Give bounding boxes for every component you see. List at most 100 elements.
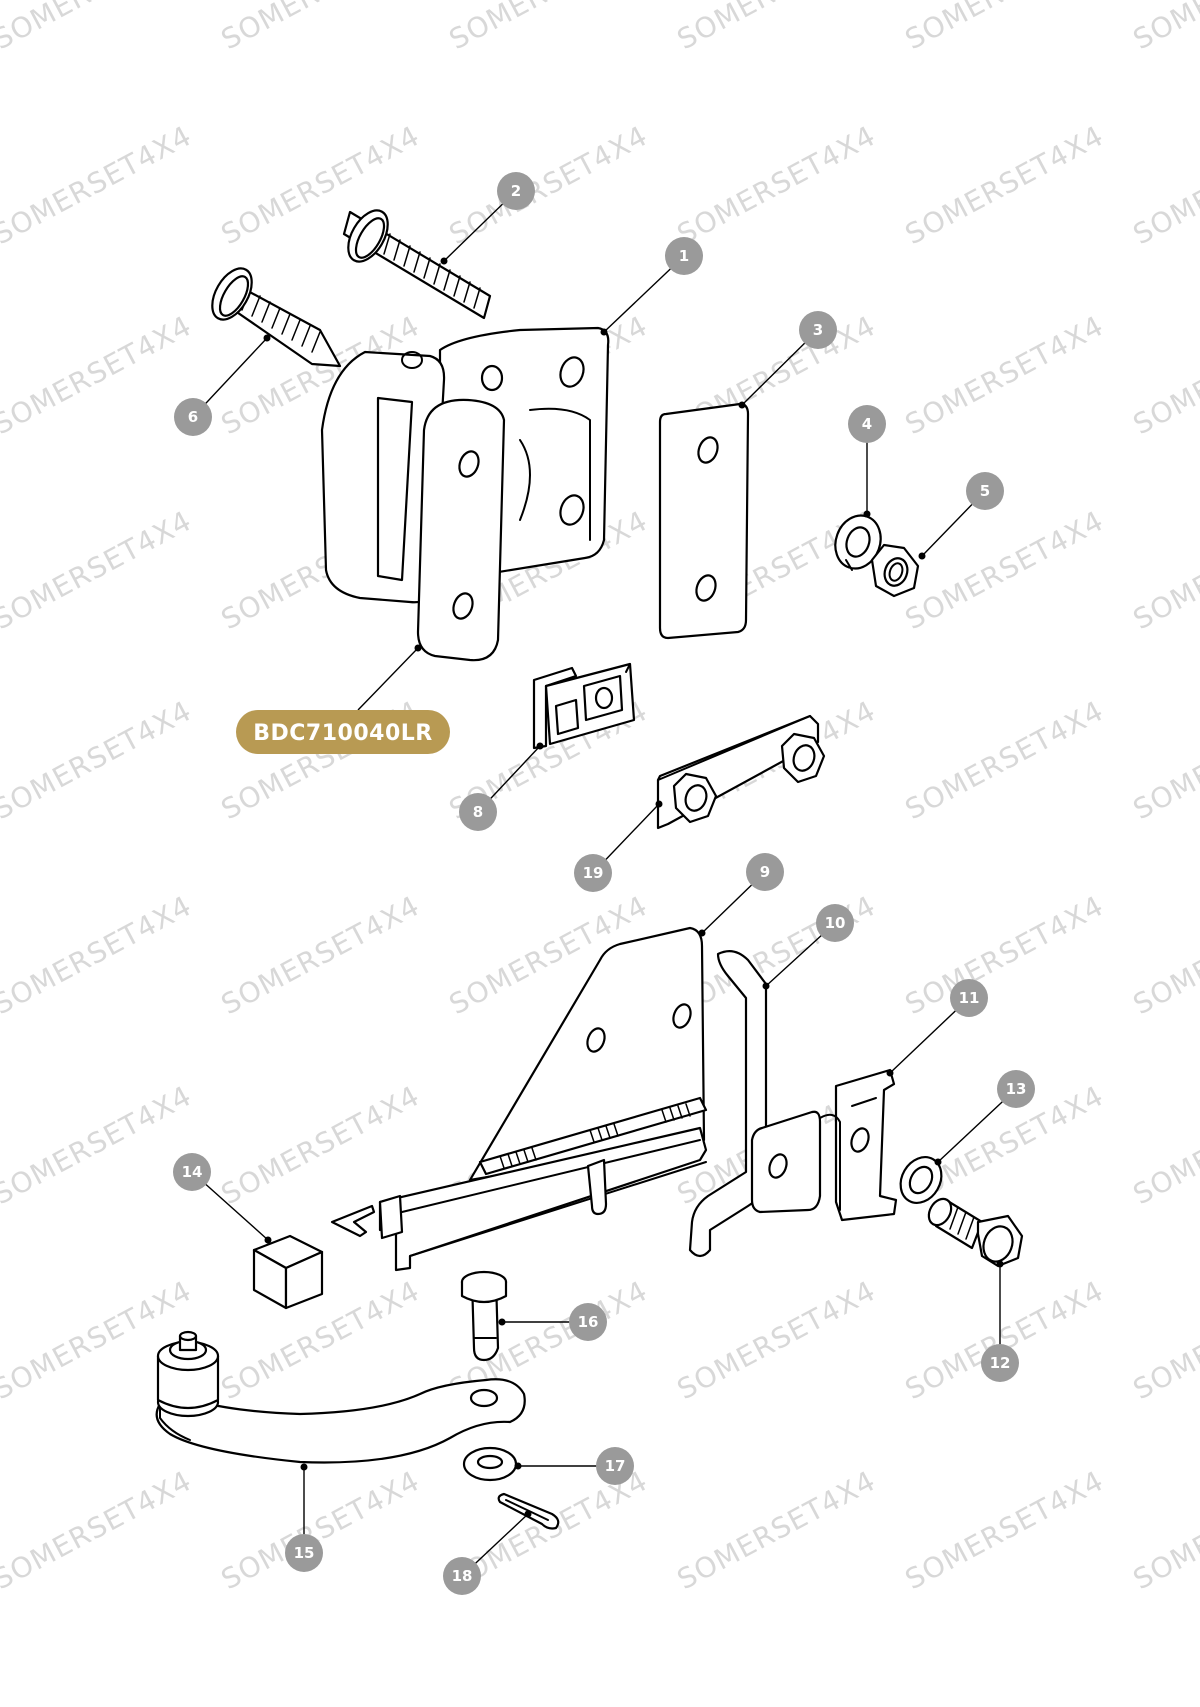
watermark-text: SOMERSET4X4 <box>900 309 1109 441</box>
watermark-text: SOMERSET4X4 <box>1128 0 1200 56</box>
callout-18[interactable]: 18 <box>443 1557 481 1595</box>
callout-circle <box>569 1303 607 1341</box>
cube-pad-part-14 <box>252 1234 324 1310</box>
watermark-text: SOMERSET4X4 <box>900 889 1109 1021</box>
callout-1[interactable]: 1 <box>665 237 703 275</box>
callout-label: 6 <box>188 408 198 426</box>
clip-bracket-part-8 <box>532 662 636 750</box>
callout-label: 2 <box>511 182 521 200</box>
watermark-text: SOMERSET4X4 <box>672 1464 881 1596</box>
callout-circle <box>816 904 854 942</box>
leader-dot <box>698 929 706 937</box>
leader-dot <box>498 1318 506 1326</box>
bolt-part-12 <box>927 1197 1024 1268</box>
roller-arm-part-15 <box>155 1330 526 1464</box>
callout-9[interactable]: 9 <box>746 853 784 891</box>
callout-circle <box>966 472 1004 510</box>
watermark-text: SOMERSET4X4 <box>0 0 197 56</box>
callout-19[interactable]: 19 <box>574 854 612 892</box>
watermark-text: SOMERSET4X4 <box>672 0 881 56</box>
leader-dot <box>886 1069 894 1077</box>
callout-circle <box>174 398 212 436</box>
spring-washer-part-4 <box>834 514 882 571</box>
callout-8[interactable]: 8 <box>459 793 497 831</box>
watermark-text: SOMERSET4X4 <box>1128 309 1200 441</box>
callout-11[interactable]: 11 <box>950 979 988 1017</box>
washer-part-17 <box>462 1446 518 1482</box>
watermark-text: SOMERSET4X4 <box>444 0 653 56</box>
watermark-text: SOMERSET4X4 <box>0 889 197 1021</box>
callout-label: 18 <box>452 1567 473 1585</box>
leader-dot <box>996 1260 1004 1268</box>
callout-circle <box>665 237 703 275</box>
part-number-badge[interactable]: BDC710040LR <box>236 644 450 755</box>
callout-label: 8 <box>473 803 483 821</box>
callout-label: 13 <box>1006 1080 1027 1098</box>
callout-label: 12 <box>990 1354 1011 1372</box>
watermark-text: SOMERSET4X4 <box>1128 1079 1200 1211</box>
callout-13[interactable]: 13 <box>997 1070 1035 1108</box>
nut-strip-part-19 <box>656 714 826 830</box>
watermark-text: SOMERSET4X4 <box>0 1079 197 1211</box>
watermark-text: SOMERSET4X4 <box>672 1274 881 1406</box>
watermark-text: SOMERSET4X4 <box>900 504 1109 636</box>
callout-14[interactable]: 14 <box>173 1153 211 1191</box>
callout-label: 14 <box>182 1163 203 1181</box>
callout-circle <box>285 1534 323 1572</box>
callout-12[interactable]: 12 <box>981 1344 1019 1382</box>
watermark-text: SOMERSET4X4 <box>0 504 197 636</box>
watermark-text: SOMERSET4X4 <box>900 0 1109 56</box>
callout-label: 10 <box>825 914 846 932</box>
callout-16[interactable]: 16 <box>569 1303 607 1341</box>
watermark-text: SOMERSET4X4 <box>0 1464 197 1596</box>
callout-label: 16 <box>578 1313 599 1331</box>
callout-circle <box>443 1557 481 1595</box>
callout-label: 17 <box>605 1457 626 1475</box>
callout-circle <box>459 793 497 831</box>
callout-label: 1 <box>679 247 689 265</box>
leader-dot <box>536 742 544 750</box>
callout-17[interactable]: 17 <box>596 1447 634 1485</box>
callout-6[interactable]: 6 <box>174 398 212 436</box>
watermark-text: SOMERSET4X4 <box>900 119 1109 251</box>
callout-label: 3 <box>813 321 823 339</box>
callout-label: 5 <box>980 482 990 500</box>
watermark-text: SOMERSET4X4 <box>0 694 197 826</box>
callout-circle <box>997 1070 1035 1108</box>
watermark-text: SOMERSET4X4 <box>900 694 1109 826</box>
leader-dot <box>300 1463 308 1471</box>
callout-2[interactable]: 2 <box>497 172 535 210</box>
leader-dot <box>263 334 271 342</box>
callout-label: 15 <box>294 1544 315 1562</box>
watermark-text: SOMERSET4X4 <box>216 1464 425 1596</box>
callout-circle <box>848 405 886 443</box>
callout-circle <box>497 172 535 210</box>
callout-label: 9 <box>760 863 770 881</box>
callout-label: 4 <box>862 415 872 433</box>
hinge-bracket-part-9 <box>330 926 708 1272</box>
part-number-badge-bg <box>236 710 450 754</box>
callout-circle <box>950 979 988 1017</box>
watermark-text: SOMERSET4X4 <box>1128 694 1200 826</box>
leader-dot <box>655 800 663 808</box>
callout-15[interactable]: 15 <box>285 1534 323 1572</box>
leader-dot <box>863 510 871 518</box>
watermark-text: SOMERSET4X4 <box>0 309 197 441</box>
callout-4[interactable]: 4 <box>848 405 886 443</box>
callout-5[interactable]: 5 <box>966 472 1004 510</box>
callout-10[interactable]: 10 <box>816 904 854 942</box>
callout-circle <box>173 1153 211 1191</box>
screw-part-2 <box>342 209 492 320</box>
nut-part-5 <box>870 543 920 598</box>
leader-dot <box>738 401 746 409</box>
bent-rod-part-10 <box>688 949 768 1258</box>
watermark-text: SOMERSET4X4 <box>216 1079 425 1211</box>
screw-part-6 <box>211 267 342 368</box>
callout-3[interactable]: 3 <box>799 311 837 349</box>
watermark-text: SOMERSET4X4 <box>216 119 425 251</box>
leader-dot <box>440 257 448 265</box>
part-number-label: BDC710040LR <box>253 721 432 746</box>
watermark-text: SOMERSET4X4 <box>900 1274 1109 1406</box>
